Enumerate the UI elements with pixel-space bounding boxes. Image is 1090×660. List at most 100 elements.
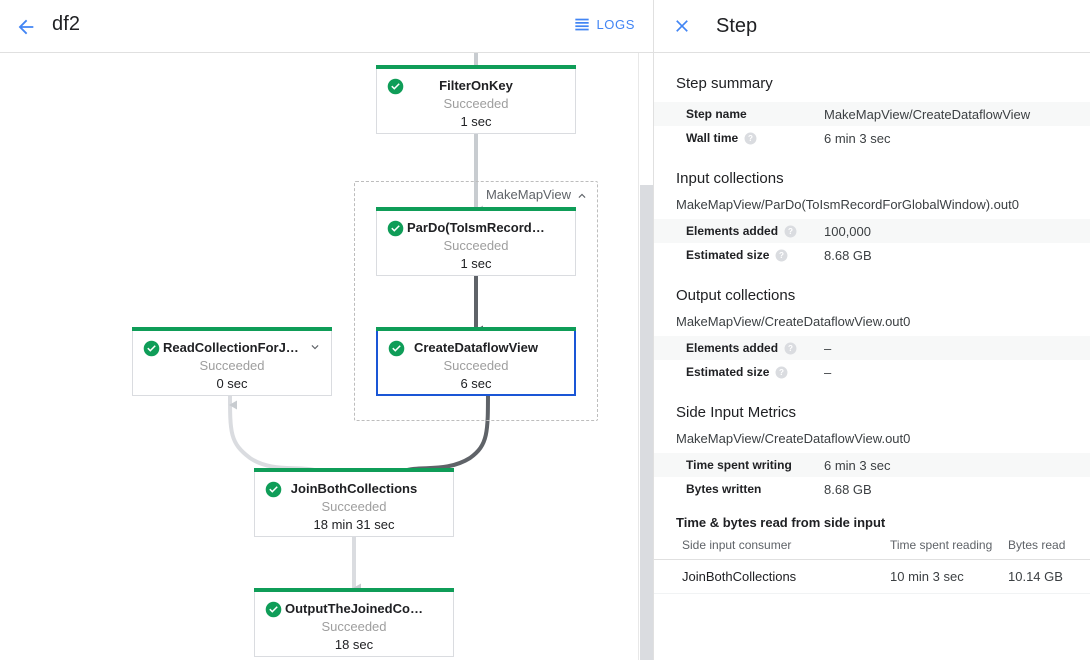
output-collection-name: MakeMapView/CreateDataflowView.out0	[676, 314, 911, 329]
node-status: Succeeded	[321, 619, 387, 634]
side-input-collection-name: MakeMapView/CreateDataflowView.out0	[676, 431, 911, 446]
row-value-step-name: MakeMapView/CreateDataflowView	[824, 106, 1031, 122]
node-title: ReadCollectionForJoin	[163, 340, 306, 355]
node-status: Succeeded	[443, 358, 509, 373]
back-button[interactable]	[10, 11, 42, 43]
panel-header: Step	[654, 0, 1090, 53]
node-status: Succeeded	[321, 499, 387, 514]
column-header-side-input-consumer[interactable]: Side input consumer	[654, 536, 890, 560]
node-status: Succeeded	[199, 358, 265, 373]
row-value-estimated-size: –	[824, 364, 832, 380]
check-circle-icon	[265, 481, 282, 498]
check-circle-icon	[265, 601, 282, 618]
table-row: Time spent writing 6 min 3 sec	[654, 453, 1090, 477]
page-title: df2	[52, 13, 81, 35]
panel-body: Step summary Step name MakeMapView/Creat…	[654, 53, 1090, 660]
row-key-elements-added: Elements added?	[654, 336, 822, 360]
graph-node-output-the-joined-collection[interactable]: OutputTheJoinedCollec… Succeeded 18 sec	[254, 588, 454, 657]
spacer	[654, 150, 1090, 170]
row-key-wall-time: Wall time?	[654, 126, 822, 150]
cell-time-spent-reading: 10 min 3 sec	[890, 559, 1008, 594]
table-row: Step name MakeMapView/CreateDataflowView	[654, 102, 1090, 126]
row-value-time-spent-writing: 6 min 3 sec	[824, 457, 891, 473]
job-header-bar: df2 LOGS	[0, 0, 653, 53]
column-header-time-spent-reading[interactable]: Time spent reading	[890, 536, 1008, 560]
graph-vertical-scrollbar[interactable]	[638, 53, 653, 660]
graph-node-read-collection-for-join[interactable]: ReadCollectionForJoin Succeeded 0 sec	[132, 327, 332, 396]
table-row: Estimated size? 8.68 GB	[654, 243, 1090, 267]
svg-text:?: ?	[788, 344, 793, 353]
output-collections-table: Elements added? – Estimated size? –	[654, 336, 1090, 384]
cell-side-input-consumer: JoinBothCollections	[654, 559, 890, 594]
chevron-up-icon[interactable]	[575, 189, 589, 203]
node-status-bar	[132, 327, 332, 331]
section-heading-side-input-reads: Time & bytes read from side input	[676, 515, 886, 530]
side-input-reads-table: Side input consumer Time spent reading B…	[654, 536, 1090, 594]
input-collection-name: MakeMapView/ParDo(ToIsmRecordForGlobalWi…	[676, 197, 1019, 212]
section-heading-side-input-metrics: Side Input Metrics	[676, 404, 797, 421]
edge-readcollection-to-join	[228, 392, 319, 473]
section-heading-step-summary: Step summary	[676, 75, 773, 92]
node-title: CreateDataflowView	[413, 340, 539, 355]
row-key-estimated-size: Estimated size?	[654, 243, 822, 267]
help-icon[interactable]: ?	[775, 249, 788, 262]
spacer	[654, 501, 1090, 515]
help-icon[interactable]: ?	[784, 225, 797, 238]
group-makemapview[interactable]: MakeMapView	[354, 181, 598, 421]
cell-bytes-read: 10.14 GB	[1008, 559, 1090, 594]
node-time: 1 sec	[460, 114, 492, 129]
group-label: MakeMapView	[485, 187, 571, 202]
node-title: ParDo(ToIsmRecordFor…	[407, 220, 566, 235]
row-value-estimated-size: 8.68 GB	[824, 247, 872, 263]
section-heading-output-collections: Output collections	[676, 287, 796, 304]
svg-text:?: ?	[788, 227, 793, 236]
graph-node-create-dataflow-view[interactable]: CreateDataflowView Succeeded 6 sec	[376, 327, 576, 396]
arrow-left-icon	[18, 19, 34, 35]
table-row: JoinBothCollections 10 min 3 sec 10.14 G…	[654, 559, 1090, 594]
step-summary-table: Step name MakeMapView/CreateDataflowView…	[654, 102, 1090, 150]
check-circle-icon	[143, 340, 160, 357]
logs-button[interactable]: LOGS	[574, 16, 635, 32]
table-row: Bytes written 8.68 GB	[654, 477, 1090, 501]
column-header-bytes-read[interactable]: Bytes read	[1008, 536, 1090, 560]
section-heading-input-collections: Input collections	[676, 170, 784, 187]
svg-text:?: ?	[779, 368, 784, 377]
check-circle-icon	[388, 340, 405, 357]
node-title: OutputTheJoinedCollec…	[285, 601, 445, 616]
node-title: FilterOnKey	[439, 78, 513, 93]
node-status: Succeeded	[443, 96, 509, 111]
node-status: Succeeded	[443, 238, 509, 253]
node-status-bar	[254, 468, 454, 472]
node-time: 6 sec	[460, 376, 492, 391]
row-value-elements-added: –	[824, 340, 832, 356]
chevron-down-icon[interactable]	[308, 340, 322, 354]
svg-text:?: ?	[779, 251, 784, 260]
svg-text:?: ?	[748, 134, 753, 143]
logs-list-icon	[575, 18, 590, 31]
close-panel-button[interactable]	[668, 12, 696, 40]
spacer	[654, 384, 1090, 404]
row-key-label: Elements added	[686, 223, 779, 238]
row-key-time-spent-writing: Time spent writing	[686, 458, 792, 472]
graph-canvas[interactable]: MakeMapView FilterOnKey Succeeded 1 sec	[0, 53, 653, 660]
table-row: Wall time? 6 min 3 sec	[654, 126, 1090, 150]
row-value-wall-time: 6 min 3 sec	[824, 130, 891, 146]
help-icon[interactable]: ?	[784, 342, 797, 355]
row-key-bytes-written: Bytes written	[686, 482, 762, 496]
graph-node-pardo-toismrecord[interactable]: ParDo(ToIsmRecordFor… Succeeded 1 sec	[376, 207, 576, 276]
node-time: 0 sec	[216, 376, 248, 391]
help-icon[interactable]: ?	[775, 366, 788, 379]
check-circle-icon	[387, 220, 404, 237]
node-time: 18 min 31 sec	[313, 517, 395, 532]
table-row: Elements added? –	[654, 336, 1090, 360]
graph-node-filter-on-key[interactable]: FilterOnKey Succeeded 1 sec	[376, 65, 576, 134]
graph-node-join-both-collections[interactable]: JoinBothCollections Succeeded 18 min 31 …	[254, 468, 454, 537]
row-key-label: Wall time	[686, 130, 739, 145]
row-value-elements-added: 100,000	[824, 223, 871, 239]
table-row: Elements added? 100,000	[654, 219, 1090, 243]
help-icon[interactable]: ?	[744, 132, 757, 145]
graph-scrollbar-thumb[interactable]	[640, 185, 653, 660]
check-circle-icon	[387, 78, 404, 95]
node-time: 1 sec	[460, 256, 492, 271]
row-key-estimated-size: Estimated size?	[654, 360, 822, 384]
